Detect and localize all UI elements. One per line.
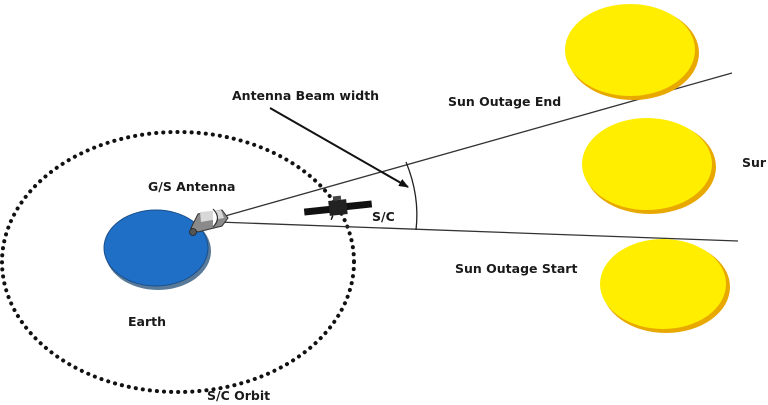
dish-antenna-icon [189, 208, 229, 236]
earth-disc [103, 209, 211, 290]
earth-label: Earth [128, 314, 166, 329]
sun-partial-label: Sur [742, 155, 767, 170]
beam-lower-line [217, 221, 739, 242]
sc-label: S/C [372, 209, 395, 224]
beam-width-arc [405, 161, 418, 231]
sun-middle [582, 118, 716, 214]
sun-bottom [600, 239, 730, 333]
outage-end-label: Sun Outage End [448, 94, 561, 109]
beam-width-label: Antenna Beam width [232, 88, 379, 103]
sun-top [565, 4, 699, 100]
orbit-label: S/C Orbit [207, 388, 270, 403]
outage-start-label: Sun Outage Start [455, 261, 577, 276]
satellite-icon [303, 195, 373, 221]
beam-width-arrow [269, 107, 409, 188]
gs-antenna-label: G/S Antenna [148, 179, 235, 194]
sc-orbit [0, 130, 356, 394]
